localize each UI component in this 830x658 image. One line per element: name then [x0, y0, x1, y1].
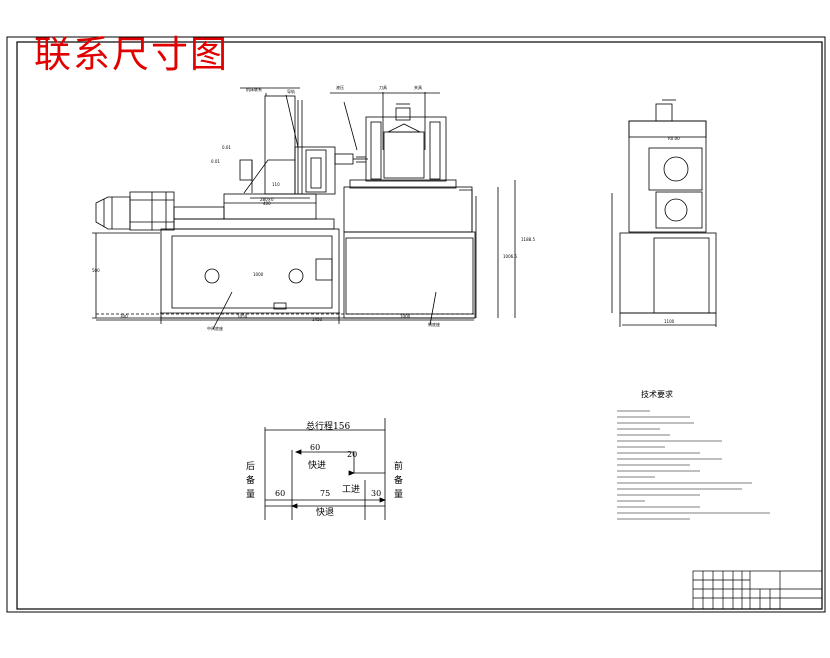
svg-text:侧底座: 侧底座 [428, 321, 440, 327]
svg-text:280×0: 280×0 [260, 197, 274, 202]
svg-text:液压: 液压 [336, 84, 344, 90]
total-stroke-label: 总行程156 [306, 422, 351, 432]
svg-text:1050: 1050 [237, 314, 248, 319]
svg-text:1450: 1450 [312, 317, 323, 322]
svg-text:400: 400 [263, 201, 271, 206]
fast-forward-label: 快进 [308, 461, 327, 471]
inner-frame [16, 41, 823, 610]
svg-text:1000: 1000 [253, 272, 264, 277]
svg-text:300: 300 [120, 314, 128, 319]
work-feed-value: 20 [347, 450, 358, 459]
svg-text:R0.00: R0.00 [668, 136, 680, 141]
front-view: 300 1050 1000 1450 500 1006.5 1188.5 100… [92, 84, 535, 331]
tech-requirements-lines [617, 410, 770, 520]
front-margin-label: 前备量 [394, 462, 404, 500]
title-block [692, 570, 823, 610]
svg-text:刀具: 刀具 [379, 84, 387, 90]
fast-return-label: 快退 [316, 508, 335, 518]
rear-margin-value: 60 [275, 489, 286, 498]
rear-margin-label: 后备量 [246, 462, 256, 500]
svg-text:1006.5: 1006.5 [503, 254, 517, 259]
svg-text:中间底座: 中间底座 [207, 325, 223, 331]
drawing-title: 联系尺寸图 [34, 33, 229, 76]
outer-frame [6, 36, 826, 613]
svg-text:110: 110 [272, 182, 280, 187]
svg-text:500: 500 [92, 268, 100, 273]
cycle-diagram [264, 418, 387, 520]
fast-forward-value: 60 [310, 443, 321, 452]
svg-text:机床联系: 机床联系 [246, 86, 262, 92]
svg-text:0.01: 0.01 [222, 145, 231, 150]
svg-text:导轨: 导轨 [287, 88, 295, 94]
svg-text:0.01: 0.01 [211, 159, 220, 164]
svg-text:夹具: 夹具 [414, 84, 422, 90]
svg-text:1188.5: 1188.5 [521, 237, 535, 242]
svg-text:1100: 1100 [664, 319, 675, 324]
tech-requirements-heading: 技术要求 [641, 390, 673, 399]
fast-return-value: 75 [320, 489, 331, 498]
svg-text:1000: 1000 [400, 314, 411, 319]
work-feed-label: 工进 [342, 485, 361, 495]
side-view: R0.00 1100 [611, 99, 717, 327]
front-margin-value: 30 [371, 489, 382, 498]
